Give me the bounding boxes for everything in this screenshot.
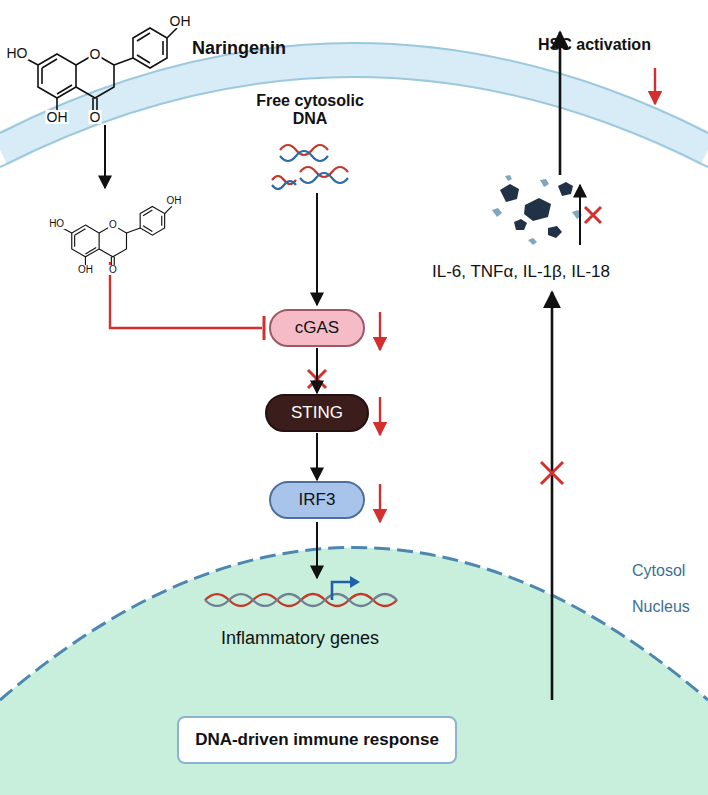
atom-label: O [89,110,102,124]
dna-label: Free cytosolic DNA [245,92,375,129]
transcription-factor-pill: IRF3 [269,481,365,519]
node-text: cGAS [295,318,339,337]
cytokine-list: IL-6, TNFα, IL-1β, IL-18 [432,262,610,282]
node-text: IRF3 [299,490,336,509]
atom-label: O [108,220,118,230]
atom-label: OH [166,196,183,206]
atom-label: HO [48,219,65,229]
atom-label: OH [46,110,69,124]
outcome-label: HSC activation [538,36,651,54]
compound-name: Naringenin [192,38,286,59]
atom-label: O [108,265,118,275]
atom-label: OH [77,265,94,275]
region-label: Cytosol [632,562,685,580]
atom-label: HO [6,46,29,60]
atom-label: O [89,47,102,61]
node-text: DNA-driven immune response [195,730,439,749]
adaptor-pill: STING [265,394,369,432]
response-box: DNA-driven immune response [177,716,457,764]
enzyme-pill: cGAS [269,309,365,347]
genes-label: Inflammatory genes [185,628,415,649]
atom-label: OH [169,14,192,28]
region-label: Nucleus [632,598,690,616]
pathway-arrow [316,348,318,393]
pathway-arrow [316,433,318,480]
node-text: STING [291,403,343,422]
